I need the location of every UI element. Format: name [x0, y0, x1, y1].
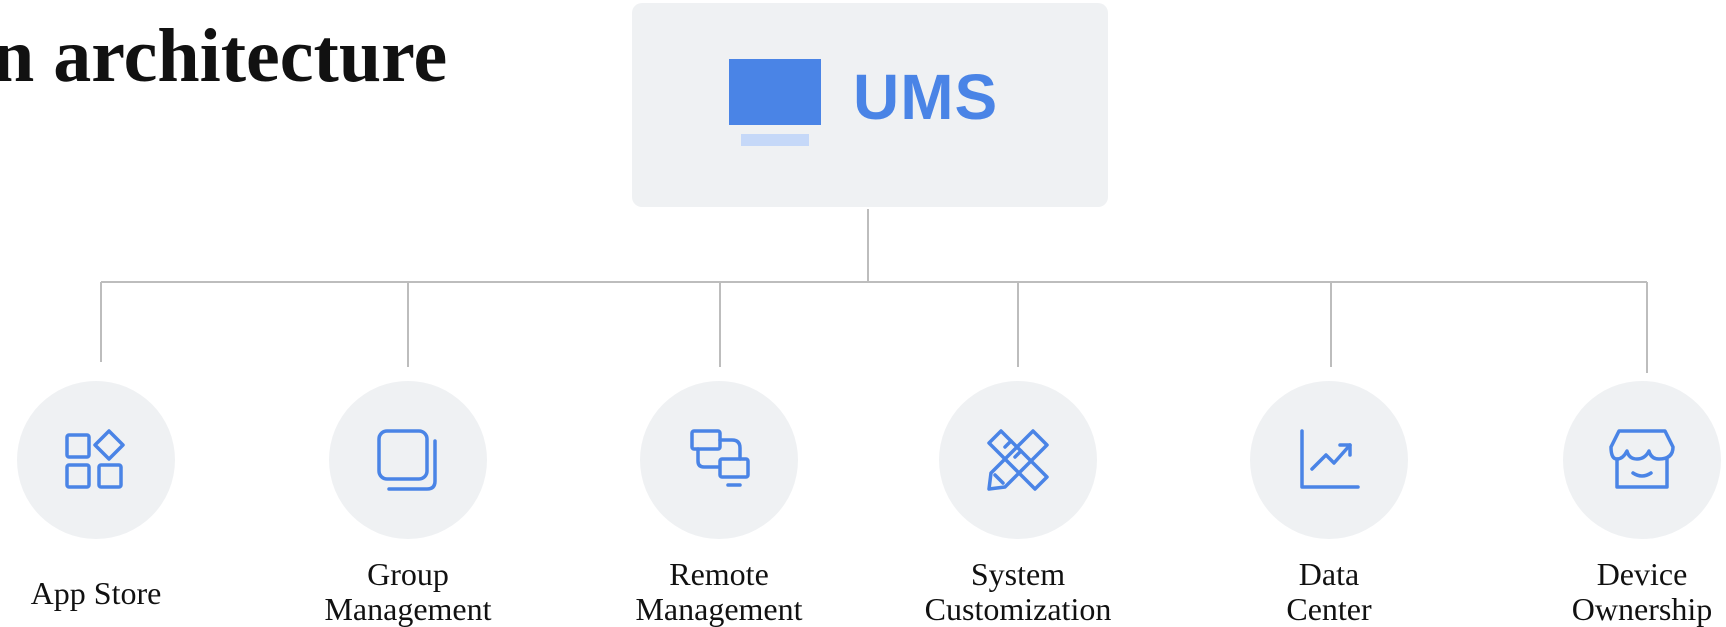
monitor-icon — [729, 59, 821, 146]
node-label-system-customization: System Customization — [924, 556, 1112, 627]
node-label-device-ownership: Device Ownership — [1571, 556, 1713, 627]
root-node-ums: UMS — [632, 3, 1108, 207]
node-data-center — [1250, 381, 1408, 539]
node-app-store — [17, 381, 175, 539]
root-node-label: UMS — [853, 61, 999, 133]
page-title: n architecture — [0, 14, 448, 98]
stacked-squares-icon — [377, 429, 437, 491]
node-group-management — [329, 381, 487, 539]
storefront-icon — [1609, 429, 1675, 489]
node-remote-management — [640, 381, 798, 539]
node-label-data-center: Data Center — [1286, 556, 1372, 627]
node-label-app-store: App Store — [30, 575, 162, 611]
pencil-ruler-icon — [987, 429, 1049, 491]
node-label-remote-management: Remote Management — [635, 556, 803, 627]
node-system-customization — [939, 381, 1097, 539]
node-label-group-management: Group Management — [324, 556, 492, 627]
node-device-ownership — [1563, 381, 1721, 539]
remote-devices-icon — [690, 429, 750, 487]
apps-grid-icon — [65, 429, 125, 489]
line-chart-icon — [1300, 429, 1360, 489]
